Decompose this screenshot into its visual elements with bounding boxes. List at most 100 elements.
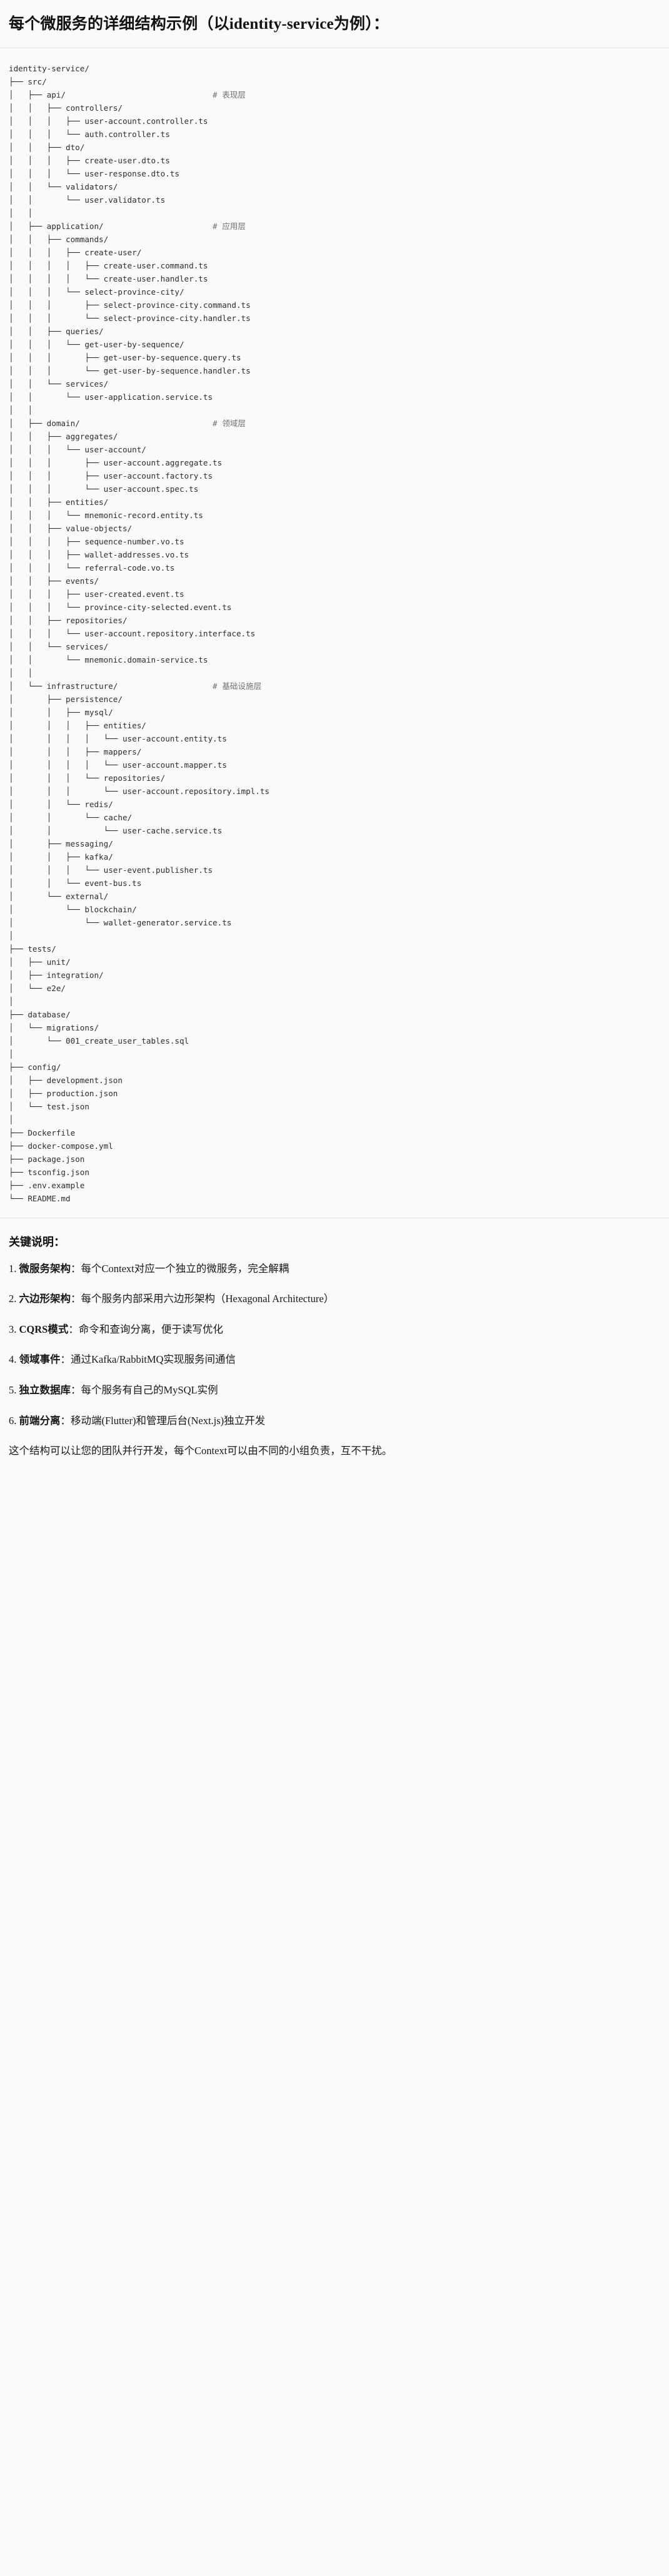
tree-line: ├── src/ xyxy=(9,76,47,86)
tree-line: │ │ │ └── repositories/ xyxy=(9,773,166,783)
tree-line: │ │ │ ├── user-account.controller.ts xyxy=(9,116,208,126)
tree-line: │ │ ├── events/ xyxy=(9,576,99,586)
tree-line: │ │ │ ├── user-account.aggregate.ts xyxy=(9,457,223,467)
key-note-separator: ： xyxy=(71,1384,81,1396)
tree-line: │ │ └── services/ xyxy=(9,641,109,651)
tree-line: │ │ ├── dto/ xyxy=(9,142,85,152)
tree-line: │ │ └── cache/ xyxy=(9,812,133,822)
tree-line: │ │ ├── controllers/ xyxy=(9,103,123,113)
tree-line: │ │ │ │ ├── create-user.command.ts xyxy=(9,260,208,270)
tree-line: │ │ xyxy=(9,405,33,415)
tree-comment: # 应用层 xyxy=(213,221,246,231)
tree-line: │ │ └── user-cache.service.ts xyxy=(9,825,223,835)
tree-line: │ │ └── validators/ xyxy=(9,181,118,191)
tree-line: │ │ │ ├── get-user-by-sequence.query.ts xyxy=(9,352,241,362)
key-note-item: 5. 独立数据库：每个服务有自己的MySQL实例 xyxy=(9,1382,660,1398)
tree-line: │ │ │ └── user-account/ xyxy=(9,444,146,454)
key-note-number: 2. xyxy=(9,1293,19,1305)
tree-node-label: │ ├── api/ xyxy=(9,89,213,99)
tree-line: │ │ │ └── user-account.repository.impl.t… xyxy=(9,786,270,796)
key-note-item: 4. 领域事件：通过Kafka/RabbitMQ实现服务间通信 xyxy=(9,1352,660,1368)
tree-line: │ ├── domain/ # 领域层 xyxy=(9,417,660,430)
tree-line: │ │ │ └── province-city-selected.event.t… xyxy=(9,602,232,612)
key-note-number: 6. xyxy=(9,1414,19,1427)
tree-line: ├── .env.example xyxy=(9,1180,85,1190)
tree-line: │ │ └── user.validator.ts xyxy=(9,195,166,205)
tree-line: │ ├── application/ # 应用层 xyxy=(9,220,660,233)
page-title: 每个微服务的详细结构示例（以identity-service为例）： xyxy=(9,16,390,33)
tree-line: │ │ │ └── mnemonic-record.entity.ts xyxy=(9,510,203,520)
key-note-number: 5. xyxy=(9,1384,19,1396)
tree-line: │ │ │ └── auth.controller.ts xyxy=(9,129,170,139)
tree-line: │ │ xyxy=(9,668,33,678)
tree-line: │ │ │ └── user-response.dto.ts xyxy=(9,168,179,178)
key-note-separator: ： xyxy=(71,1293,81,1305)
tree-line: │ └── wallet-generator.service.ts xyxy=(9,917,232,927)
key-note-number: 3. xyxy=(9,1323,19,1335)
key-note-term: CQRS模式 xyxy=(19,1323,69,1335)
tree-line: │ │ └── services/ xyxy=(9,379,109,389)
key-notes-closing: 这个结构可以让您的团队并行开发，每个Context可以由不同的小组负责，互不干扰… xyxy=(9,1445,393,1457)
tree-line: │ └── blockchain/ xyxy=(9,904,137,914)
tree-line: ├── config/ xyxy=(9,1062,61,1072)
tree-line: ├── Dockerfile xyxy=(9,1128,76,1138)
tree-line: │ │ │ └── referral-code.vo.ts xyxy=(9,563,175,573)
tree-line: │ └── test.json xyxy=(9,1101,89,1111)
tree-line: │ │ └── user-application.service.ts xyxy=(9,392,213,402)
tree-line: │ ├── messaging/ xyxy=(9,838,113,848)
tree-comment: # 表现层 xyxy=(213,89,246,99)
directory-tree: identity-service/ ├── src/ │ ├── api/ # 表现… xyxy=(9,62,660,1205)
tree-line: │ │ │ │ └── user-account.entity.ts xyxy=(9,733,227,743)
tree-line: │ │ │ ├── mappers/ xyxy=(9,746,142,756)
key-note-separator: ： xyxy=(68,1323,79,1335)
tree-line: │ │ │ └── get-user-by-sequence.handler.t… xyxy=(9,365,251,375)
key-note-term: 独立数据库 xyxy=(19,1384,71,1396)
tree-line: identity-service/ xyxy=(9,63,89,73)
tree-line: │ └── 001_create_user_tables.sql xyxy=(9,1036,189,1046)
tree-line: │ │ ├── entities/ xyxy=(9,497,109,507)
key-note-text: 移动端(Flutter)和管理后台(Next.js)独立开发 xyxy=(71,1414,266,1427)
key-note-item: 3. CQRS模式：命令和查询分离，便于读写优化 xyxy=(9,1321,660,1338)
tree-line: │ │ ├── repositories/ xyxy=(9,615,128,625)
tree-line: │ xyxy=(9,996,14,1006)
key-notes-title: 关键说明： xyxy=(9,1235,65,1248)
key-note-text: 命令和查询分离，便于读写优化 xyxy=(78,1323,223,1335)
key-note-term: 六边形架构 xyxy=(19,1293,71,1305)
tree-comment: # 领域层 xyxy=(213,418,246,428)
tree-line: │ └── infrastructure/ # 基础设施层 xyxy=(9,680,660,693)
tree-line: │ │ │ ├── select-province-city.command.t… xyxy=(9,300,251,310)
tree-line: │ └── external/ xyxy=(9,891,109,901)
key-note-separator: ： xyxy=(71,1262,81,1275)
tree-line: │ │ │ ├── entities/ xyxy=(9,720,146,730)
tree-line: │ │ │ ├── wallet-addresses.vo.ts xyxy=(9,549,189,559)
tree-line: │ │ └── event-bus.ts xyxy=(9,878,142,888)
tree-line: │ │ ├── value-objects/ xyxy=(9,523,133,533)
tree-line: │ │ │ └── select-province-city.handler.t… xyxy=(9,313,251,323)
tree-line: │ xyxy=(9,930,14,940)
tree-line: │ └── e2e/ xyxy=(9,983,66,993)
tree-line: │ │ │ └── get-user-by-sequence/ xyxy=(9,339,184,349)
tree-line: │ ├── persistence/ xyxy=(9,694,123,704)
tree-line: │ │ │ └── user-account.repository.interf… xyxy=(9,628,256,638)
key-note-text: 每个Context对应一个独立的微服务，完全解耦 xyxy=(81,1262,289,1275)
tree-node-label: │ ├── application/ xyxy=(9,221,213,231)
tree-line: │ │ │ ├── user-account.factory.ts xyxy=(9,471,213,481)
tree-line: │ │ │ ├── create-user/ xyxy=(9,247,142,257)
key-note-term: 微服务架构 xyxy=(19,1262,71,1275)
tree-line: │ xyxy=(9,1049,14,1059)
tree-line: │ │ xyxy=(9,208,33,218)
key-note-number: 1. xyxy=(9,1262,19,1275)
tree-line: ├── tests/ xyxy=(9,944,56,954)
tree-line: └── README.md xyxy=(9,1193,71,1203)
tree-line: │ │ │ │ └── user-account.mapper.ts xyxy=(9,760,227,770)
tree-line: │ ├── production.json xyxy=(9,1088,118,1098)
tree-line: │ │ │ └── user-account.spec.ts xyxy=(9,484,199,494)
tree-node-label: │ └── infrastructure/ xyxy=(9,681,213,691)
key-note-text: 每个服务内部采用六边形架构（Hexagonal Architecture） xyxy=(81,1293,334,1305)
tree-line: │ │ │ ├── user-created.event.ts xyxy=(9,589,184,599)
tree-comment: # 基础设施层 xyxy=(213,681,262,691)
key-note-text: 通过Kafka/RabbitMQ实现服务间通信 xyxy=(71,1353,236,1366)
tree-line: ├── database/ xyxy=(9,1009,71,1019)
